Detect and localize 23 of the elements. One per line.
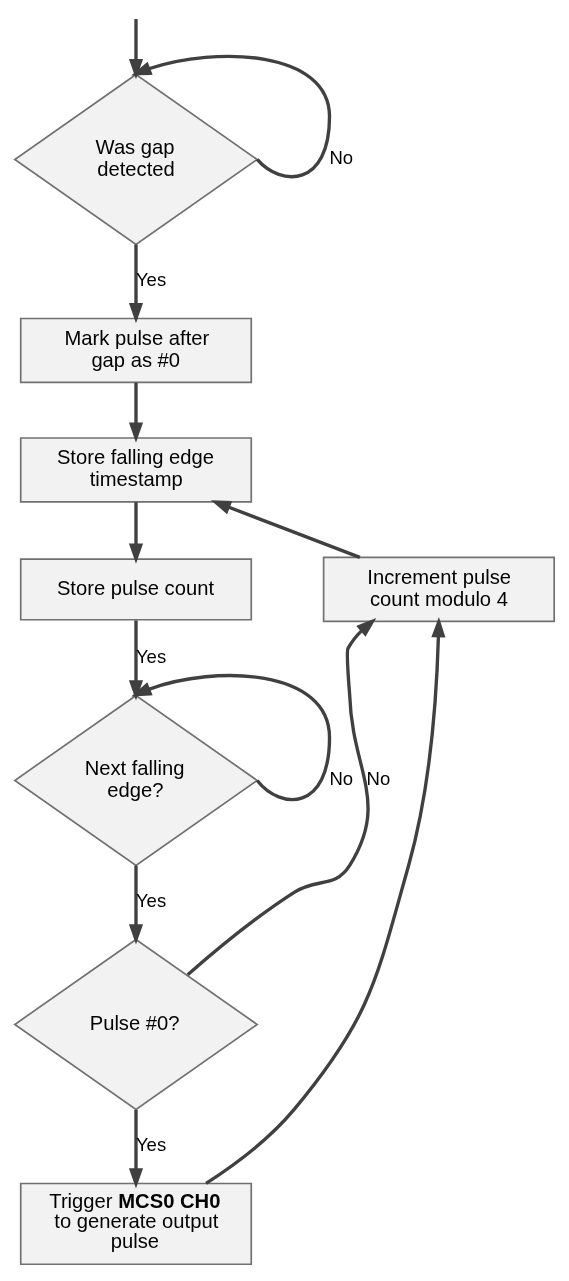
arrow [128, 244, 144, 323]
arrow [128, 1109, 144, 1189]
node-box: Increment pulse count modulo 4 [322, 556, 555, 622]
arrow [131, 54, 332, 178]
arrow [205, 616, 446, 1185]
edge-label: No [366, 767, 391, 789]
node-box: Store pulse count [19, 557, 253, 621]
arrow [128, 382, 144, 443]
edge-label: No [329, 767, 354, 789]
arrow [131, 673, 332, 801]
node-box: Store falling edge timestamp [19, 436, 253, 503]
node-diamond: Was gap detected [13, 72, 259, 245]
arrow [210, 499, 361, 559]
arrow [186, 617, 377, 976]
arrow [128, 619, 144, 700]
arrow [128, 501, 144, 564]
node-diamond: Pulse #0? [13, 937, 259, 1110]
arrow [128, 18, 153, 79]
arrow [128, 865, 144, 944]
node-diamond: Next falling edge? [13, 693, 259, 866]
node-box: Mark pulse after gap as #0 [19, 317, 253, 383]
edge-label: No [329, 146, 354, 168]
node-box: Trigger MCS0 CH0 to generate output pulse [19, 1182, 253, 1265]
